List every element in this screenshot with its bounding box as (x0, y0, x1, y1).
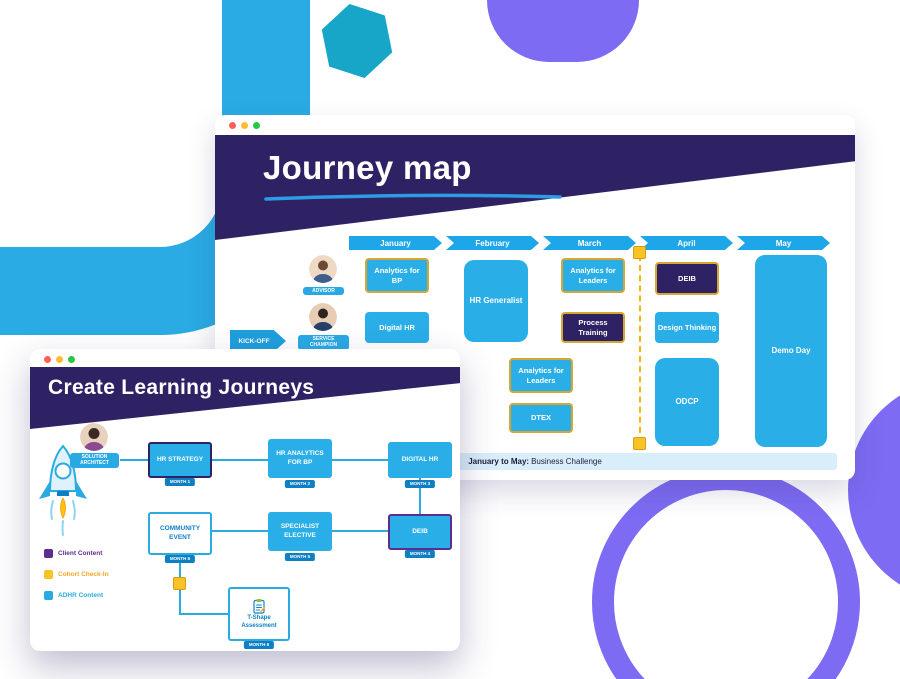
connector-line (212, 459, 268, 461)
checkin-dashed-line (639, 255, 641, 443)
connector-line (332, 530, 388, 532)
cohort-checkin-marker-bottom[interactable] (633, 437, 646, 450)
connector-line (179, 613, 228, 615)
course-dtex[interactable]: DTEX (509, 403, 573, 433)
node-hr-analytics-for-bp[interactable]: HR ANALYTICS FOR BP MONTH 2 (268, 439, 332, 488)
month-tag: MONTH 6 (243, 641, 275, 649)
node-community-event[interactable]: COMMUNITY EVENT MONTH 6 (148, 512, 212, 563)
maximize-button[interactable] (68, 356, 75, 363)
legend-label: Client Content (58, 550, 103, 557)
node-label: SPECIALIST ELECTIVE (280, 523, 320, 539)
minimize-button[interactable] (56, 356, 63, 363)
cohort-checkin-marker[interactable] (173, 577, 186, 590)
solution-architect-avatar (80, 423, 108, 451)
month-tag: MONTH 4 (404, 550, 436, 558)
node-label: HR ANALYTICS FOR BP (276, 450, 324, 466)
kickoff-chip[interactable]: KICK-OFF (230, 330, 286, 352)
course-analytics-for-leaders-1[interactable]: Analytics for Leaders (561, 258, 625, 293)
node-digital-hr[interactable]: DIGITAL HR MONTH 3 (388, 442, 452, 488)
connector-line (212, 530, 268, 532)
node-label: T-Shape Assessment (241, 614, 277, 629)
advisor-label: ADVISOR (303, 287, 344, 296)
legend-swatch-purple (44, 549, 53, 558)
legend-label: ADHR Content (58, 592, 104, 599)
connector-line (120, 459, 148, 461)
node-label: HR STRATEGY (156, 455, 204, 463)
course-design-thinking[interactable]: Design Thinking (655, 312, 719, 343)
node-tshape-assessment[interactable]: T-Shape Assessment MONTH 6 (228, 587, 290, 649)
learning-journeys-window: Create Learning Journeys SOLUTION ARCHIT… (30, 349, 460, 651)
month-chip-march[interactable]: March (543, 236, 636, 250)
legend-cohort-checkin: Cohort Check-In (44, 570, 109, 579)
clipboard-icon (253, 598, 266, 614)
legend-label: Cohort Check-In (58, 571, 109, 578)
legend-adhr-content: ADHR Content (44, 591, 103, 600)
close-button[interactable] (44, 356, 51, 363)
rocket-icon (39, 444, 87, 536)
month-chip-april[interactable]: April (640, 236, 733, 250)
node-deib[interactable]: DEIB MONTH 4 (388, 514, 452, 558)
course-analytics-for-bp[interactable]: Analytics for BP (365, 258, 429, 293)
course-odcp[interactable]: ODCP (655, 358, 719, 446)
advisor-avatar (309, 255, 337, 283)
page-title: Create Learning Journeys (48, 376, 315, 399)
purple-ring-bottom (592, 468, 860, 679)
minimize-button[interactable] (241, 122, 248, 129)
course-process-training[interactable]: Process Training (561, 312, 625, 343)
month-chip-may[interactable]: May (737, 236, 830, 250)
legend-swatch-blue (44, 591, 53, 600)
legend-swatch-yellow (44, 570, 53, 579)
window-controls (44, 356, 75, 363)
legend-client-content: Client Content (44, 549, 102, 558)
banner-range: January to May: (468, 457, 530, 466)
banner-text: Business Challenge (531, 457, 602, 466)
month-tag: MONTH 6 (164, 555, 196, 563)
purple-blob-top (487, 0, 639, 62)
month-tag: MONTH 2 (284, 480, 316, 488)
node-hr-strategy[interactable]: HR STRATEGY MONTH 1 (148, 442, 212, 486)
course-digital-hr[interactable]: Digital HR (365, 312, 429, 343)
node-label: COMMUNITY EVENT (159, 525, 201, 541)
course-hr-generalist[interactable]: HR Generalist (464, 260, 528, 342)
page-title: Journey map (263, 149, 472, 186)
cohort-checkin-marker-top[interactable] (633, 246, 646, 259)
course-deib[interactable]: DEIB (655, 262, 719, 295)
course-analytics-for-leaders-2[interactable]: Analytics for Leaders (509, 358, 573, 393)
connector-line (419, 478, 421, 514)
service-champion-avatar (309, 303, 337, 331)
node-label: DEIB (412, 527, 428, 535)
close-button[interactable] (229, 122, 236, 129)
month-tag: MONTH 5 (284, 553, 316, 561)
maximize-button[interactable] (253, 122, 260, 129)
teal-hexagon-shape (312, 0, 403, 84)
month-tag: MONTH 3 (404, 480, 436, 488)
title-underline-swoosh (264, 193, 562, 201)
node-specialist-elective[interactable]: SPECIALIST ELECTIVE MONTH 5 (268, 512, 332, 561)
connector-line (332, 459, 388, 461)
node-label: DIGITAL HR (401, 455, 439, 463)
month-chip-february[interactable]: February (446, 236, 539, 250)
window-controls (229, 122, 260, 129)
month-chip-january[interactable]: January (349, 236, 442, 250)
month-tag: MONTH 1 (164, 478, 196, 486)
course-demo-day[interactable]: Demo Day (755, 255, 827, 447)
service-champion-label: SERVICE CHAMPION (298, 335, 349, 350)
solution-architect-label: SOLUTION ARCHITECT (70, 453, 119, 468)
